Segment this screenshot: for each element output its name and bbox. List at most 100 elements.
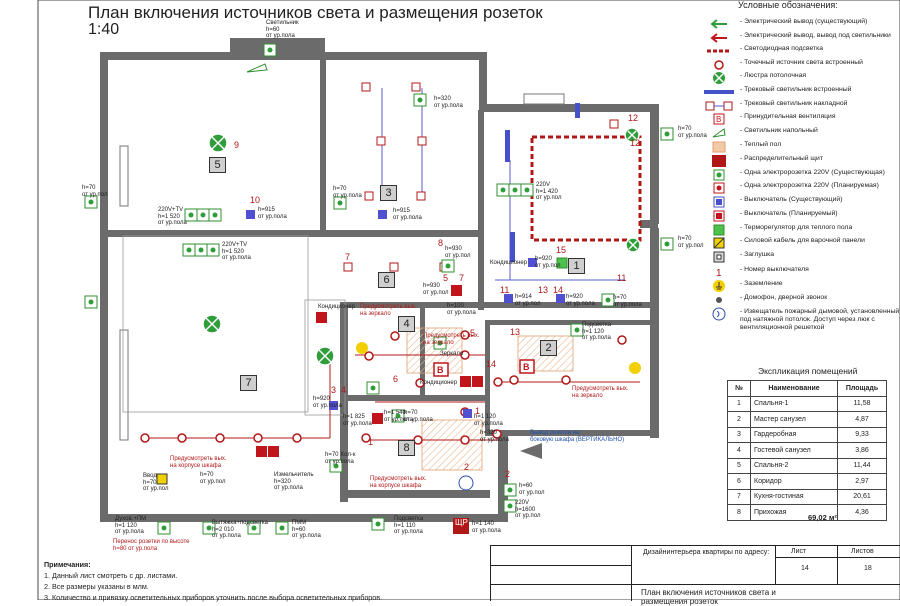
note-line: 1. Данный лист смотреть с др. листами.: [44, 571, 178, 580]
switch-number: 13: [538, 285, 549, 295]
legend-label: - Точечный источник света встроенный: [740, 59, 863, 66]
plan-annotation: Предусмотреть вых. на зеркало: [360, 304, 417, 317]
plan-annotation: h=920 от ур.пола: [313, 396, 342, 409]
plan-annotation: h=1 140 от ур.пола: [472, 521, 501, 534]
legend-title: Условные обозначения:: [738, 0, 838, 10]
room-number-tag: 4: [398, 316, 415, 332]
plan-annotation: ЩР: [455, 518, 468, 527]
plan-annotation: Духов.+ПМ h=1 120 от ур.пола: [115, 516, 147, 535]
plan-annotation: Предусмотреть вых. на зеркало: [572, 386, 629, 399]
table-cell: Спальня-2: [750, 457, 838, 474]
plan-annotation: Измельчитель h=320 от ур.пола: [274, 472, 314, 491]
page-title: План включения источников света и размещ…: [88, 3, 543, 22]
plug-icon: [704, 250, 734, 264]
legend-item: - Трековый светильник накладной: [704, 99, 900, 113]
plan-annotation: Зеркало: [440, 351, 464, 357]
switch-number: 5: [470, 328, 476, 338]
col-header: Наименование: [750, 380, 838, 397]
plan-annotation: Вытяжка+подсветка h=2 010 от ур.пола: [212, 520, 268, 539]
svg-text:1: 1: [716, 268, 722, 278]
legend-item: - Электрический вывод (существующий): [704, 17, 900, 31]
plan-annotation: h=70 от ур.пол: [82, 185, 108, 198]
switch-number: 11: [617, 273, 627, 283]
switch-existing: [556, 257, 568, 269]
plan-annotation: h=70 от ур.пола: [678, 126, 707, 139]
table-cell: Коридор: [750, 473, 838, 490]
table-cell: 9,33: [837, 426, 887, 443]
switch-number: 5: [443, 273, 449, 283]
plan-annotation: Кондиционер: [420, 380, 458, 386]
legend-label: - Извещатель пожарный дымовой, установле…: [740, 308, 900, 331]
plan-annotation: h=70 от ур.пол: [678, 236, 704, 249]
legend-item: - Светодиодная подсветка: [704, 44, 900, 58]
switch-number-icon: 1: [704, 265, 734, 279]
plan-annotation: Кондиционер: [490, 260, 528, 266]
table-cell: 3: [727, 426, 751, 443]
sheet-label: Лист: [791, 548, 807, 555]
room-number-tag: 1: [568, 258, 585, 274]
switch-number: 12: [630, 138, 641, 148]
table-cell: 1: [727, 395, 751, 412]
plan-annotation: h=70 от ур.пола: [613, 295, 642, 308]
plan-annotation: 220V+TV h=1 520 от ур.пола: [222, 242, 251, 261]
table-cell: 4: [727, 442, 751, 459]
table-cell: Спальня-1: [750, 395, 838, 412]
table-cell: 20,61: [837, 488, 887, 505]
legend-label: - Заземление: [740, 280, 783, 287]
table-cell: Гостевой санузел: [750, 442, 838, 459]
table-cell: 5: [727, 457, 751, 474]
warm-floor-area: [421, 419, 483, 471]
plan-annotation: Вывод розетки на боковую шкафа (ВЕРТИКАЛ…: [530, 430, 625, 443]
notes: Примечания: 1. Данный лист смотреть с др…: [44, 559, 382, 603]
plan-annotation: h=1 825 от ур.пола: [343, 414, 372, 427]
col-header: №: [727, 380, 751, 397]
cable-icon: [704, 236, 734, 250]
svg-text:B: B: [523, 362, 530, 372]
sheets-label: Листов: [851, 548, 874, 555]
plan-annotation: h=60 от ур.пол: [519, 483, 545, 496]
legend-label: - Заглушка: [740, 251, 775, 258]
table-cell: 8: [727, 504, 751, 521]
switch-number: 2: [464, 462, 470, 472]
legend-item: - Электрический вывод, вывод под светиль…: [704, 31, 900, 45]
legend-item: - Светильник напольный: [704, 126, 900, 140]
legend-item: - Точечный источник света встроенный: [704, 58, 900, 72]
plan-annotation: 220V+TV h=1 520 от ур.пола: [158, 207, 187, 226]
switch-number: 2: [505, 469, 511, 479]
legend-label: - Трековый светильник встроенный: [740, 86, 852, 93]
switch-number: 9: [234, 140, 240, 150]
plan-annotation: Светильник h=60 от ур.пола: [266, 20, 299, 39]
floor-lamp-icon: [246, 63, 268, 73]
spot-lights: [140, 330, 627, 445]
legend-item: - Домофон, дверной звонок: [704, 293, 900, 307]
legend-label: - Электрический вывод (существующий): [740, 18, 868, 25]
legend-item: - Распределительный щит: [704, 154, 900, 168]
plan-annotation: h=70 от ур.пола: [404, 410, 433, 423]
plan-annotation: h=920 от ур.пола: [566, 294, 595, 307]
plan-annotation: h=70 от ур.пол: [200, 472, 226, 485]
switch-number: 7: [459, 273, 465, 283]
switch-number: 15: [556, 245, 567, 255]
distribution-panel: [453, 518, 469, 534]
switch-number: 11: [500, 285, 510, 295]
vent-icon: B: [704, 112, 734, 126]
legend-item: - Заглушка: [704, 250, 900, 264]
legend-label: - Силовой кабель для варочной панели: [740, 237, 865, 244]
table-cell: Гардеробная: [750, 426, 838, 443]
arrow-left-red-icon: [704, 31, 734, 45]
switch-number: 6: [393, 374, 399, 384]
table-cell: 11,44: [837, 457, 887, 474]
table-cell: Кухня-гостиная: [750, 488, 838, 505]
sheet-number: 14: [801, 565, 809, 572]
legend-item: - Трековый светильник встроенный: [704, 85, 900, 99]
table-cell: 2,97: [837, 473, 887, 490]
plan-annotation: h=914 от ур.пол: [515, 294, 541, 307]
plan-annotation: h=915 от ур.пола: [258, 207, 287, 220]
plan-annotation: 220V h=1 420 от ур.пол: [536, 182, 562, 201]
note-line: 2. Все размеры указаны в млм.: [44, 582, 149, 591]
